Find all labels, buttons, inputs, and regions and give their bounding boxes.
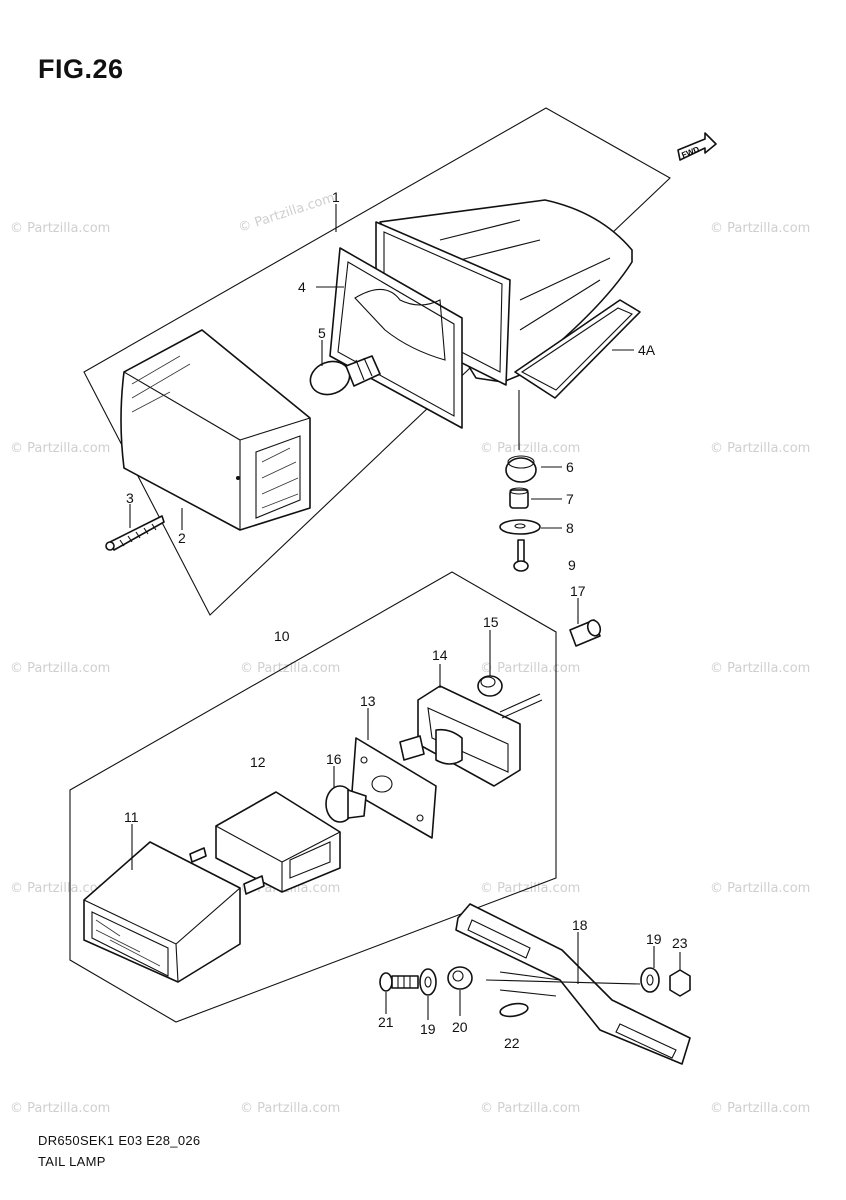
callout-21: 21 <box>378 1014 394 1030</box>
callout-6: 6 <box>566 459 574 475</box>
watermark: © Partzilla.com <box>10 221 110 236</box>
cushion-spacer <box>447 966 473 990</box>
assembly-frame-tail-lamp <box>83 107 671 616</box>
callout-15: 15 <box>483 614 499 630</box>
license-lamp-lens <box>215 791 341 893</box>
callout-17: 17 <box>570 583 586 599</box>
callout-2: 2 <box>178 530 186 546</box>
callout-10: 10 <box>274 628 290 644</box>
watermark: © Partzilla.com <box>480 881 580 896</box>
watermark: © Partzilla.com <box>710 661 810 676</box>
forward-arrow-label: FWD <box>680 145 700 160</box>
lens-screw <box>105 515 165 551</box>
rubber-grommet <box>505 455 537 483</box>
watermark: © Partzilla.com <box>10 441 110 456</box>
callout-5: 5 <box>318 325 326 341</box>
watermark: © Partzilla.com <box>710 221 810 236</box>
watermark: © Partzilla.com <box>10 1101 110 1116</box>
callout-13: 13 <box>360 693 376 709</box>
figure-title: FIG.26 <box>38 54 124 84</box>
watermark: © Partzilla.com <box>480 661 580 676</box>
collar-spacer <box>509 487 529 509</box>
callout-22: 22 <box>504 1035 520 1051</box>
leader-line <box>485 979 641 985</box>
lamp-plate <box>351 737 437 839</box>
tail-lamp-lens <box>120 329 311 531</box>
leader-lines <box>129 204 681 1020</box>
callout-3: 3 <box>126 490 134 506</box>
callout-9: 9 <box>568 557 576 573</box>
callout-12: 12 <box>250 754 266 770</box>
bulb-socket <box>399 728 463 765</box>
callout-16: 16 <box>326 751 342 767</box>
forward-arrow-icon: FWD <box>677 132 717 161</box>
callout-8: 8 <box>566 520 574 536</box>
license-lamp-grommet <box>477 675 503 697</box>
callout-labels: 1 2 3 4 4A 5 6 7 8 9 10 11 12 13 14 15 1… <box>124 189 688 1051</box>
callout-18: 18 <box>572 917 588 933</box>
license-bulb <box>325 785 367 823</box>
license-lamp-cover <box>83 841 265 983</box>
callout-11: 11 <box>124 809 139 825</box>
callout-4a: 4A <box>638 342 656 358</box>
housing-gasket <box>514 299 641 399</box>
callout-19-right: 19 <box>646 931 662 947</box>
assembly-frame-license-lamp <box>69 571 557 1023</box>
callout-19-left: 19 <box>420 1021 436 1037</box>
cushion <box>569 619 602 647</box>
license-plate-bracket <box>455 903 691 1065</box>
lens-gasket <box>329 247 463 429</box>
tail-bulb <box>309 355 381 396</box>
callout-14: 14 <box>432 647 448 663</box>
collar <box>499 1002 529 1018</box>
watermark: © Partzilla.com <box>710 881 810 896</box>
callout-4: 4 <box>298 279 306 295</box>
watermark: © Partzilla.com <box>240 661 340 676</box>
callout-23: 23 <box>672 935 688 951</box>
flat-washer <box>499 519 541 535</box>
watermark: © Partzilla.com <box>710 1101 810 1116</box>
washer <box>640 967 660 993</box>
washer <box>419 968 437 996</box>
watermark: © Partzilla.com <box>237 191 337 236</box>
tapping-screw <box>513 539 529 572</box>
diagram-caption: TAIL LAMP <box>38 1154 106 1169</box>
watermark: © Partzilla.com <box>240 1101 340 1116</box>
bolt <box>379 972 419 992</box>
watermark: © Partzilla.com <box>10 661 110 676</box>
watermark: © Partzilla.com <box>480 1101 580 1116</box>
callout-1: 1 <box>332 189 340 205</box>
watermark: © Partzilla.com <box>710 441 810 456</box>
callout-7: 7 <box>566 491 574 507</box>
watermark: © Partzilla.com <box>10 881 110 896</box>
callout-20: 20 <box>452 1019 468 1035</box>
diagram-code: DR650SEK1 E03 E28_026 <box>38 1133 201 1148</box>
watermark: © Partzilla.com <box>480 441 580 456</box>
nut <box>669 969 691 997</box>
